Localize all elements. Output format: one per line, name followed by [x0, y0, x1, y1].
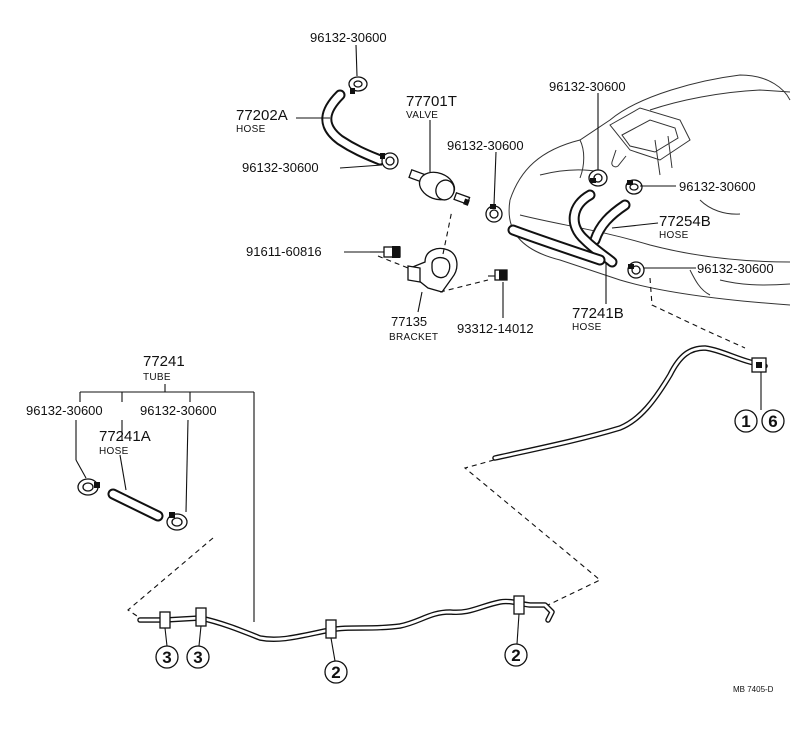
callout-6: 6: [760, 372, 785, 433]
label-bolt: 91611-60816: [246, 244, 322, 259]
label-tube-type: TUBE: [143, 372, 171, 383]
label-hose-77241a-number: 77241A: [99, 428, 151, 445]
reference-code: MB 7405-D: [733, 685, 774, 694]
clamp-tank-top-part: [588, 169, 608, 187]
assembly-dashed-lines: [127, 209, 746, 619]
label-bracket-number: 77135: [391, 314, 427, 329]
label-hose-77254b-number: 77254B: [659, 213, 711, 230]
label-tube-number: 77241: [143, 353, 185, 370]
leader-lines: [75, 44, 696, 622]
label-screw: 93312-14012: [457, 321, 534, 336]
label-hose-77241b-type: HOSE: [572, 322, 602, 333]
callout-1: 1: [734, 409, 758, 433]
label-clamp-tank-right: 96132-30600: [679, 179, 756, 194]
label-clamp-tank-top: 96132-30600: [549, 79, 626, 94]
hose-77241b-part: [568, 189, 618, 268]
label-clamp-mid: 96132-30600: [447, 138, 524, 153]
clamp-top-part: [348, 76, 368, 94]
label-bracket-type: BRACKET: [389, 332, 438, 343]
callout-3-right: 3: [186, 625, 210, 669]
hose-77254b-part: [589, 199, 631, 246]
tank-vapor-line-part: [507, 224, 606, 266]
label-hose-77241b-number: 77241B: [572, 305, 624, 322]
screw-93312-part: [488, 269, 508, 281]
callout-2-left: 2: [324, 637, 348, 684]
callout-6-text: 6: [768, 412, 777, 431]
hose-77202a-part: [321, 89, 386, 166]
label-clamp-tank-lower: 96132-30600: [697, 261, 774, 276]
tube-77241-part: [137, 345, 768, 643]
label-clamp-top: 96132-30600: [310, 30, 387, 45]
label-hose-77202a-type: HOSE: [236, 124, 266, 135]
bolt-91611-part: [370, 246, 401, 258]
label-hose-77241a-type: HOSE: [99, 446, 129, 457]
callout-3-left-text: 3: [162, 648, 171, 667]
valve-77701t-part: [408, 169, 471, 206]
clamp-tank-right-part: [625, 179, 643, 195]
label-clamp-lower-left: 96132-30600: [26, 403, 103, 418]
label-clamp-left-mid: 96132-30600: [242, 160, 319, 175]
bracket-77135-part: [407, 247, 458, 293]
hose-77241a-part: [107, 488, 164, 522]
callout-2-right-text: 2: [511, 646, 520, 665]
label-clamp-lower-right: 96132-30600: [140, 403, 217, 418]
callout-2-left-text: 2: [331, 663, 340, 682]
label-valve-number: 77701T: [406, 93, 457, 110]
label-hose-77202a-number: 77202A: [236, 107, 288, 124]
clamp-lower-right-part: [166, 512, 188, 531]
label-valve-type: VALVE: [406, 110, 438, 121]
clamp-tank-lower-part: [627, 261, 645, 279]
clamp-lower-left-part: [77, 478, 100, 496]
callout-1-text: 1: [741, 412, 750, 431]
label-hose-77254b-type: HOSE: [659, 230, 689, 241]
clamp-mid-part: [485, 204, 503, 223]
clamp-upper-hose-end-part: [380, 152, 399, 170]
callout-2-right: 2: [504, 613, 528, 667]
callout-3-right-text: 3: [193, 648, 202, 667]
callout-3-left: 3: [155, 627, 179, 669]
